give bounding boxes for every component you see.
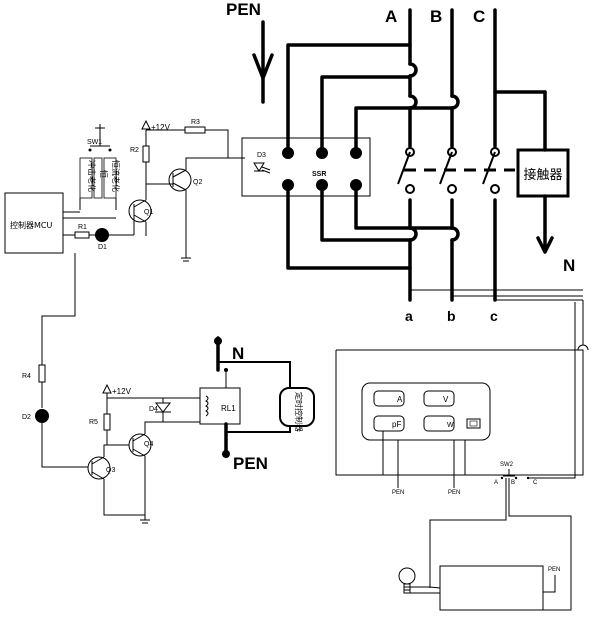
meter-pf-label: pF — [392, 420, 401, 429]
meter-w-label: W — [447, 422, 454, 429]
relay-n-line — [214, 337, 290, 390]
timer-label: 定时控制器 — [294, 392, 304, 432]
pen-top-label: PEN — [226, 0, 261, 19]
q1-label: Q1 — [144, 209, 153, 216]
ssr-upper-wires — [288, 45, 452, 153]
diode-d4-icon — [145, 398, 201, 434]
relay-n-label: N — [232, 344, 244, 363]
pen-lamp-wire — [543, 575, 555, 592]
q2-label: Q2 — [193, 179, 202, 186]
pen-meter-1-label: PEN — [392, 490, 404, 496]
sw2-label: SW2 — [500, 462, 514, 468]
mcu-box: 控制器MCU — [5, 193, 63, 253]
r1-label: R1 — [78, 224, 87, 231]
ssr-block: SSR D3 — [242, 138, 370, 196]
pen-meter-2-label: PEN — [448, 490, 460, 496]
led-d1-icon — [95, 211, 134, 242]
sw1-opt1: 冲击老化 — [87, 160, 97, 192]
relay-pen-line — [222, 424, 290, 458]
output-b-label: b — [447, 308, 456, 324]
q4-label: Q4 — [144, 441, 153, 448]
lightbulb-icon — [399, 568, 440, 593]
vcc-top-label: +12V — [151, 123, 171, 132]
meter-panel — [362, 383, 490, 440]
contactor-label: 接触器 — [523, 167, 562, 183]
transistor-q2-icon — [146, 158, 245, 261]
pen-lamp-label: PEN — [548, 567, 560, 573]
resistor-r5 — [104, 414, 110, 445]
contactor-box: 接触器 — [495, 92, 568, 252]
r4-label: R4 — [22, 373, 31, 380]
sw1-opt2: 恒 — [99, 170, 109, 178]
r2-label: R2 — [130, 147, 139, 154]
contactor-switches — [398, 148, 515, 193]
vcc-bottom-label: +12V — [112, 387, 132, 396]
sw2-b-label: B — [511, 480, 515, 486]
vcc-top-arrow-icon — [142, 121, 150, 129]
sw1-options: 冲击老化 恒 恒流老化 — [80, 158, 121, 210]
d1-label: D1 — [98, 244, 107, 251]
mcu-label: 控制器MCU — [10, 220, 52, 230]
led-d2-icon — [35, 409, 88, 467]
meter-v-label: V — [443, 395, 449, 404]
relay-pen-label: PEN — [233, 454, 268, 473]
phase-b-label: B — [430, 7, 442, 26]
load-box — [440, 566, 543, 610]
q3-label: Q3 — [106, 467, 115, 474]
phase-a-label: A — [385, 7, 397, 26]
d2-label: D2 — [22, 414, 31, 421]
ssr-label: SSR — [312, 171, 326, 178]
r5-label: R5 — [89, 419, 98, 426]
meter-a-label: A — [397, 395, 403, 404]
ssr-lower-wires — [288, 185, 452, 268]
switch-sw1-icon[interactable] — [89, 124, 112, 152]
sw2-a-label: A — [494, 480, 498, 486]
sw2-c-label: C — [533, 480, 538, 486]
sw1-opt3: 恒流老化 — [111, 160, 121, 192]
pen-down-arrow-icon — [254, 22, 272, 102]
phase-c-label: C — [473, 7, 485, 26]
rl1-label: RL1 — [221, 404, 236, 413]
output-c-label: c — [490, 308, 498, 324]
d3-label: D3 — [257, 152, 266, 159]
neutral-right-label: N — [563, 256, 575, 275]
sw2-c-wire — [528, 302, 575, 478]
timer-box: 定时控制器 — [280, 388, 314, 432]
r3-label: R3 — [191, 119, 200, 126]
mcu-to-relay-wire — [42, 253, 75, 365]
resistor-r4 — [39, 365, 45, 408]
resistor-r2 — [143, 130, 149, 184]
output-a-label: a — [405, 308, 413, 324]
